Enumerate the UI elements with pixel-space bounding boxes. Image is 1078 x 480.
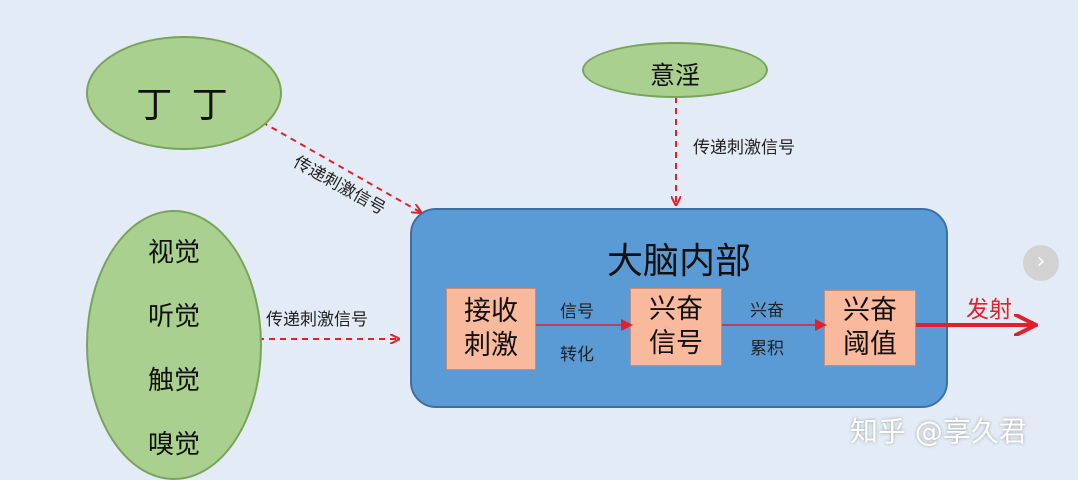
chevron-right-icon[interactable]: ›: [1023, 245, 1059, 281]
receive-stimulus-box: 接收 刺激: [446, 288, 536, 370]
brain-title: 大脑内部: [606, 241, 751, 282]
yiyin-label: 意淫: [649, 61, 700, 90]
watermark: 知乎 @享久君: [850, 415, 1027, 448]
senses-node: [86, 210, 262, 480]
receive-line-1: 接收: [464, 296, 518, 327]
excite-signal-box: 兴奋 信号: [630, 288, 722, 366]
dingding-to-brain-arrow: [261, 121, 420, 212]
senses-edge-label: 传递刺激信号: [266, 310, 368, 330]
receive-line-2: 刺激: [464, 330, 518, 361]
threshold-line-1: 兴奋: [843, 295, 897, 326]
fire-label: 发射: [966, 297, 1012, 323]
signal-label-bottom: 转化: [560, 345, 594, 365]
signal-label-top: 信号: [560, 302, 594, 322]
accum-label-top: 兴奋: [750, 301, 784, 321]
threshold-line-2: 阈值: [843, 329, 897, 360]
yiyin-edge-label: 传递刺激信号: [693, 138, 795, 158]
sense-touch: 触觉: [147, 366, 200, 396]
yiyin-node: 意淫: [582, 42, 768, 98]
excite-signal-line-2: 信号: [649, 328, 703, 359]
sense-hearing: 听觉: [147, 302, 200, 332]
excite-threshold-box: 兴奋 阈值: [824, 290, 916, 366]
sense-smell: 嗅觉: [147, 430, 200, 460]
sense-vision: 视觉: [147, 238, 200, 268]
excite-signal-line-1: 兴奋: [649, 294, 703, 325]
dingding-label: 丁 丁: [136, 85, 232, 126]
accum-label-bottom: 累积: [750, 339, 784, 359]
dingding-node: 丁 丁: [86, 36, 282, 150]
